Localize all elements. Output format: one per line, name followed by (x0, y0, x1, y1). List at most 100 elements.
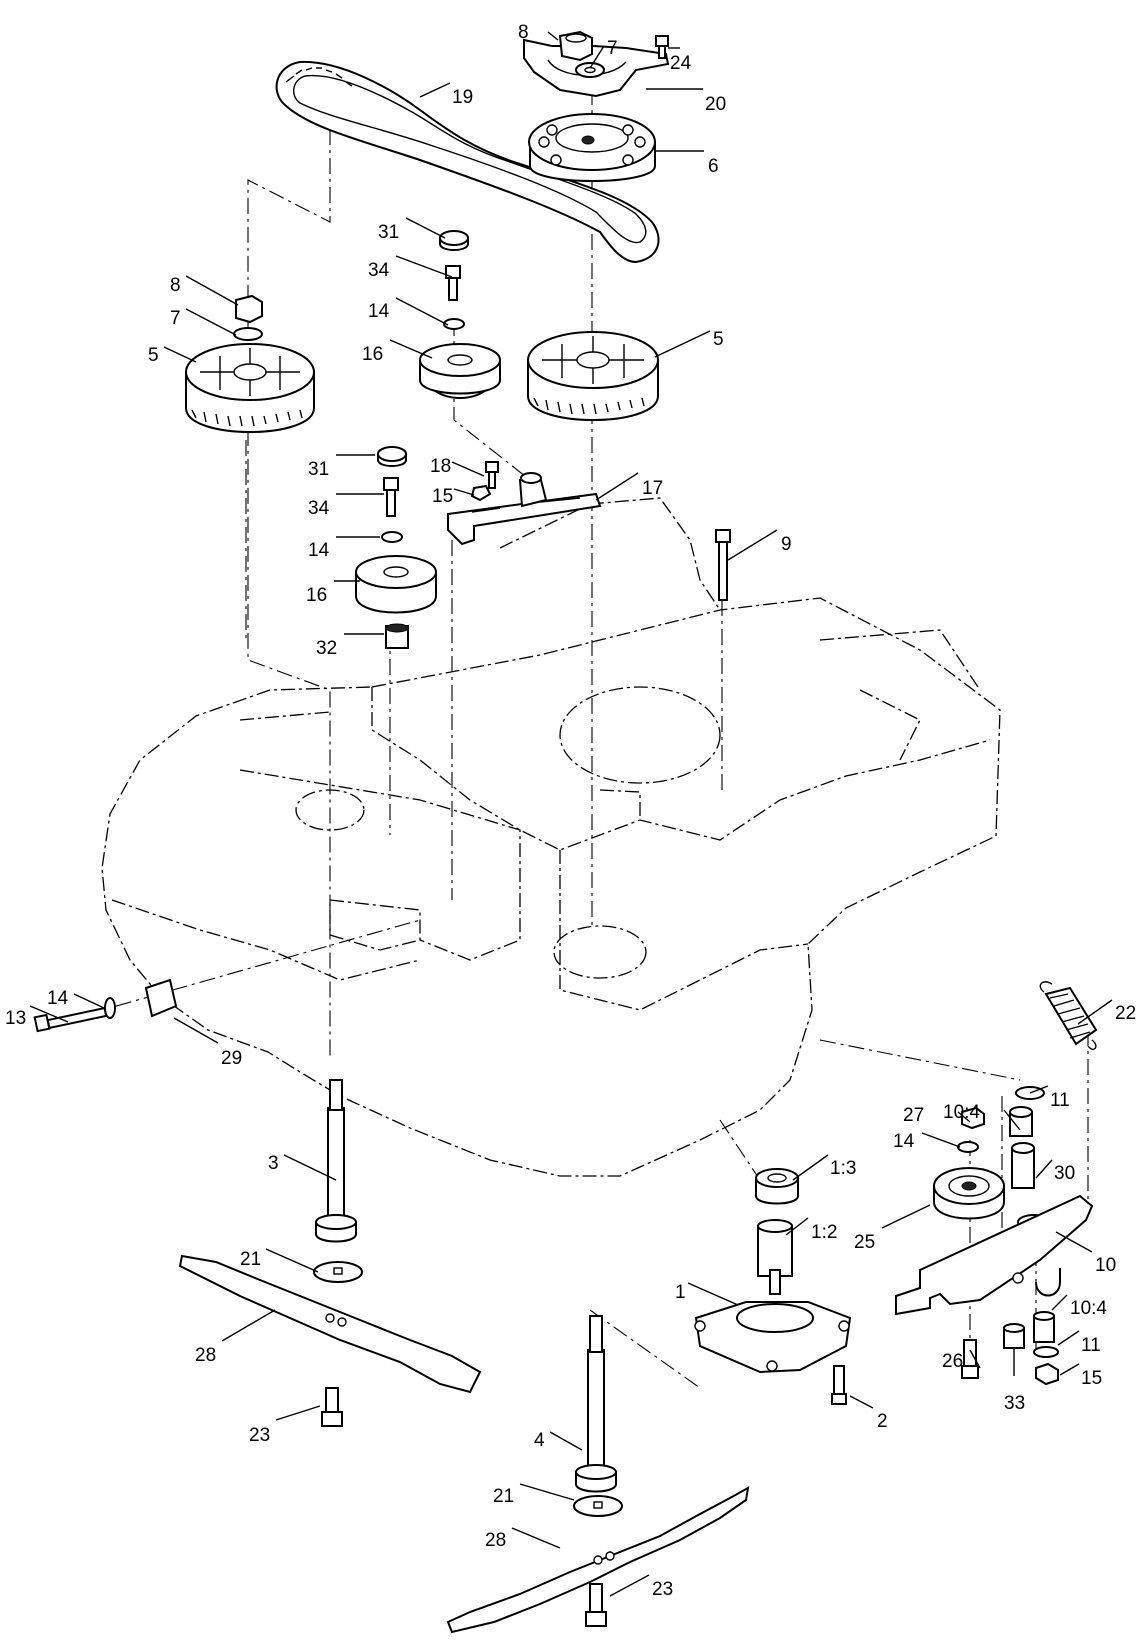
callout-c-14-left: 14 (47, 988, 105, 1009)
callout-c-21-bot: 21 (493, 1483, 575, 1507)
leader-line (1003, 1109, 1021, 1131)
callout-c-18: 18 (430, 456, 485, 477)
callout-number: 1 (675, 1282, 686, 1303)
callout-number: 8 (170, 275, 181, 296)
callout-c-7-left: 7 (170, 308, 237, 336)
callout-c-15-mid: 15 (432, 486, 475, 507)
leader-line (395, 297, 449, 326)
washer-top-hole (584, 66, 596, 74)
leader-line (969, 1349, 981, 1369)
callout-number: 7 (607, 38, 618, 59)
callout-c-11-top: 11 (1029, 1085, 1070, 1111)
leader-line (405, 217, 446, 239)
leader-line (1059, 1363, 1080, 1376)
callout-c-9: 9 (727, 529, 792, 561)
leader-line (389, 339, 433, 359)
callout-c-25: 25 (854, 1204, 931, 1253)
bolt-13 (33, 1006, 108, 1033)
leader-line (654, 330, 711, 358)
callout-number: 30 (1054, 1163, 1075, 1184)
leader-line (185, 308, 237, 336)
callout-c-20: 20 (646, 88, 726, 115)
leader-line (29, 1005, 69, 1023)
callout-c-5-right: 5 (654, 329, 724, 358)
callout-number: 32 (316, 638, 337, 659)
leader-line (73, 993, 105, 1009)
callout-number: 16 (362, 344, 383, 365)
callout-number: 18 (430, 456, 451, 477)
callout-number: 34 (308, 498, 330, 519)
leader-line (1057, 1330, 1080, 1346)
callout-c-10: 10 (1055, 1231, 1116, 1276)
callout-number: 15 (1081, 1368, 1102, 1389)
nut-15-bot (1035, 1362, 1059, 1386)
callout-c-33: 33 (1004, 1348, 1025, 1414)
callout-number: 26 (942, 1351, 963, 1372)
leader-line (419, 82, 451, 98)
callout-c-8-left: 8 (170, 275, 239, 306)
callout-c-32: 32 (316, 633, 384, 659)
bushing-10-4-top (1009, 1106, 1033, 1137)
spacer-33 (1003, 1323, 1025, 1349)
cap-31-mid (377, 446, 407, 467)
callout-c-28-left: 28 (195, 1309, 276, 1366)
mower-blade-28-bot (446, 1486, 750, 1634)
callout-number: 20 (705, 94, 726, 115)
callout-c-10-4-top: 10:4 (943, 1102, 1021, 1131)
callout-c-34-top: 34 (368, 255, 453, 281)
callout-number: 34 (368, 260, 390, 281)
callout-number: 31 (378, 222, 399, 243)
callout-c-14-right: 14 (893, 1131, 961, 1152)
callout-number: 9 (781, 534, 792, 555)
washer-11-bot (1033, 1346, 1059, 1358)
callout-number: 19 (452, 87, 473, 108)
locknut-left (235, 294, 263, 324)
blade-washer-21-left (313, 1261, 363, 1283)
callout-number: 11 (1050, 1090, 1070, 1111)
leader-line (1077, 999, 1113, 1025)
callout-c-24: 24 (668, 47, 692, 74)
callout-c-1: 1 (675, 1282, 739, 1306)
leader-line (687, 1282, 739, 1306)
bolt-9 (715, 529, 731, 601)
callout-c-23-bot: 23 (609, 1574, 673, 1600)
callout-number: 22 (1115, 1003, 1136, 1024)
cap-31-top (439, 230, 469, 251)
leader-line (881, 1204, 931, 1229)
leader-line (792, 1154, 829, 1181)
callout-number: 5 (148, 345, 159, 366)
callout-number: 21 (493, 1486, 514, 1507)
leader-line (849, 1395, 874, 1409)
callout-number: 14 (308, 540, 330, 561)
leader-line (395, 255, 453, 278)
callout-c-6: 6 (655, 150, 719, 177)
callout-number: 15 (432, 486, 453, 507)
leader-line (185, 275, 239, 306)
callout-number: 14 (893, 1131, 915, 1152)
leader-line (595, 472, 639, 501)
leader-line (589, 45, 605, 69)
callout-c-30: 30 (1035, 1159, 1075, 1184)
leader-line (1029, 1085, 1049, 1094)
callout-number: 2 (877, 1411, 888, 1432)
locknut-top (558, 30, 593, 62)
leader-line (1055, 1231, 1093, 1253)
callout-c-34-mid: 34 (308, 493, 384, 519)
callout-c-16-mid: 16 (306, 580, 360, 606)
spindle-shaft-3 (315, 1079, 357, 1243)
leader-line (511, 1527, 561, 1549)
leader-line (785, 1217, 809, 1236)
callout-c-19: 19 (419, 82, 473, 108)
callout-c-4: 4 (534, 1430, 583, 1451)
leader-line (275, 1405, 321, 1421)
callout-number: 13 (5, 1008, 26, 1029)
callout-c-29: 29 (173, 1017, 242, 1069)
bearing-1-3 (755, 1168, 799, 1205)
idler-pulley-16-mid (355, 555, 437, 614)
callout-number: 10:4 (1070, 1298, 1107, 1319)
idler-pulley-16-top (418, 343, 502, 399)
leader-line (921, 1132, 961, 1148)
callout-number: 10:4 (943, 1102, 980, 1123)
